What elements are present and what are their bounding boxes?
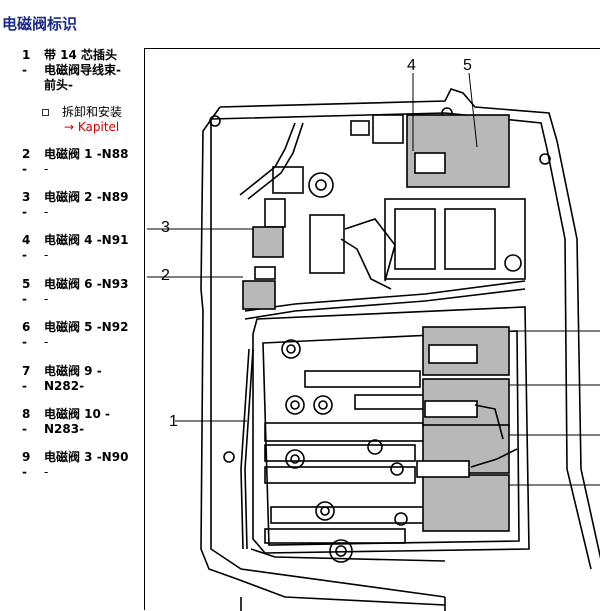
item-number: 1 -: [22, 48, 31, 77]
item-line: 电磁阀 5 -N92: [44, 320, 129, 334]
item-number: 3 -: [22, 190, 31, 219]
sub-item-label: 拆卸和安装: [62, 105, 123, 119]
callout-1: 1: [169, 413, 178, 430]
item-line: N283-: [44, 422, 85, 436]
item-line: -: [44, 292, 49, 306]
item-number: 6 -: [22, 320, 31, 349]
item-number: 7 -: [22, 364, 31, 393]
kapitel-link[interactable]: → Kapitel: [64, 120, 120, 134]
page-title: 电磁阀标识: [2, 15, 78, 33]
item-line: -: [44, 335, 49, 349]
item-line: 电磁阀 1 -N88: [44, 147, 129, 161]
item-line: 电磁阀 10 -: [44, 407, 111, 421]
item-line: N282-: [44, 379, 85, 393]
callout-3: 3: [161, 219, 170, 236]
item-line: -: [44, 465, 49, 479]
item-number: 5 -: [22, 277, 31, 306]
callout-2: 2: [161, 267, 170, 284]
callout-4: 4: [407, 57, 416, 74]
item-line: -: [44, 248, 49, 262]
item-line: 电磁阀 2 -N89: [44, 190, 129, 204]
item-line: 前头-: [44, 78, 73, 92]
item-line: 电磁阀 3 -N90: [44, 450, 129, 464]
item-number: 2 -: [22, 147, 31, 176]
item-line: 电磁阀 6 -N93: [44, 277, 129, 291]
item-number: 8 -: [22, 407, 31, 436]
item-line: 电磁阀导线束-: [44, 63, 121, 77]
item-line: 电磁阀 9 -: [44, 364, 102, 378]
valve-body-drawing: [147, 72, 600, 611]
item-number: 9 -: [22, 450, 31, 479]
item-line: -: [44, 205, 49, 219]
item-line: -: [44, 162, 49, 176]
item-line: 电磁阀 4 -N91: [44, 233, 129, 247]
square-bullet-icon: [42, 109, 49, 116]
callout-5: 5: [463, 57, 472, 74]
item-line: 带 14 芯插头: [44, 48, 118, 62]
valve-body-figure: 3 2 1 4 5: [144, 48, 600, 611]
item-number: 4 -: [22, 233, 31, 262]
